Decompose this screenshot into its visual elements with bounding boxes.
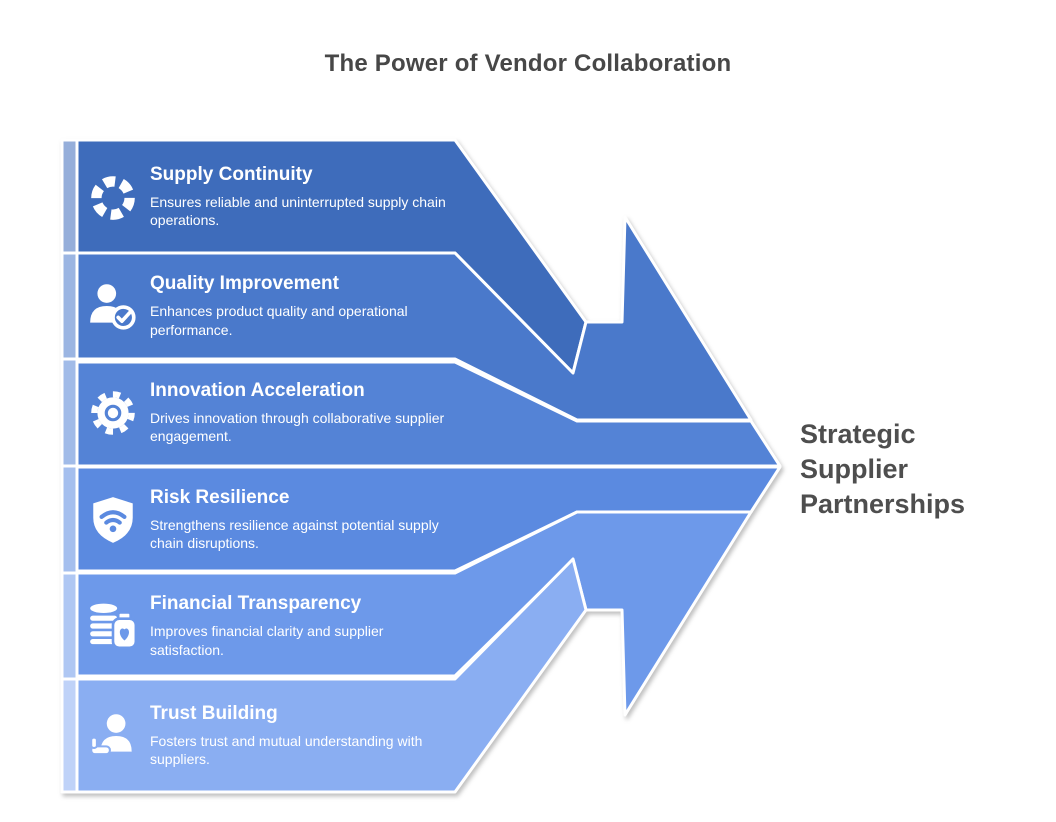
band-text-block: Trust Building Fosters trust and mutual … [150, 703, 475, 769]
band-text-block: Supply Continuity Ensures reliable and u… [150, 164, 455, 230]
page-title: The Power of Vendor Collaboration [324, 50, 732, 77]
user-check-icon [90, 284, 136, 330]
spine-cell [60, 138, 79, 255]
band-shape-trust-building [75, 557, 588, 794]
shield-wifi-icon [93, 496, 133, 543]
lifebuoy-icon [91, 175, 135, 220]
band-icon-slot [80, 279, 146, 333]
band-row: Supply Continuity Ensures reliable and u… [80, 140, 475, 253]
band-icon-slot [80, 599, 146, 653]
band-text-block: Risk Resilience Strengthens resilience a… [150, 487, 455, 553]
band-row: Financial Transparency Improves financia… [80, 573, 475, 679]
band-row: Innovation Acceleration Drives innovatio… [80, 359, 475, 466]
result-label-line: Strategic [800, 419, 916, 449]
spine-cell [60, 571, 79, 681]
band-description: Fosters trust and mutual understanding w… [150, 732, 423, 767]
band-title: Financial Transparency [150, 593, 362, 615]
spine-cell [60, 357, 79, 468]
band-description: Improves financial clarity and supplier … [150, 623, 384, 658]
band-description: Strengthens resilience against potential… [150, 516, 439, 551]
band-description: Enhances product quality and operational… [150, 303, 408, 338]
band-text-block: Innovation Acceleration Drives innovatio… [150, 380, 455, 446]
spine-cell [60, 677, 79, 794]
band-row: Risk Resilience Strengthens resilience a… [80, 466, 475, 573]
band-title: Innovation Acceleration [150, 379, 365, 401]
trust-hand-icon [90, 713, 132, 755]
band-icon-slot [80, 170, 146, 224]
band-description: Ensures reliable and uninterrupted suppl… [150, 193, 446, 228]
band-title: Trust Building [150, 702, 278, 724]
band-text-block: Financial Transparency Improves financia… [150, 593, 455, 659]
result-label-line: Supplier [800, 454, 909, 484]
band-row: Quality Improvement Enhances product qua… [80, 253, 475, 359]
coins-jar-icon [90, 603, 138, 650]
band-title: Risk Resilience [150, 486, 290, 508]
band-description: Drives innovation through collaborative … [150, 409, 445, 444]
band-shape-financial-transparency [75, 510, 753, 717]
result-label-line: Partnerships [800, 489, 966, 519]
band-icon-slot [80, 386, 146, 440]
band-icon-slot [80, 493, 146, 547]
result-label: Strategic Supplier Partnerships [800, 417, 965, 522]
band-text-block: Quality Improvement Enhances product qua… [150, 273, 455, 339]
band-icon-slot [80, 709, 146, 763]
band-row: Trust Building Fosters trust and mutual … [80, 679, 475, 792]
spine-cell [60, 251, 79, 361]
band-title: Supply Continuity [150, 163, 313, 185]
band-title: Quality Improvement [150, 273, 339, 295]
gear-icon [91, 390, 135, 435]
spine-cell [60, 464, 79, 575]
band-shape-quality-improvement [75, 215, 753, 422]
